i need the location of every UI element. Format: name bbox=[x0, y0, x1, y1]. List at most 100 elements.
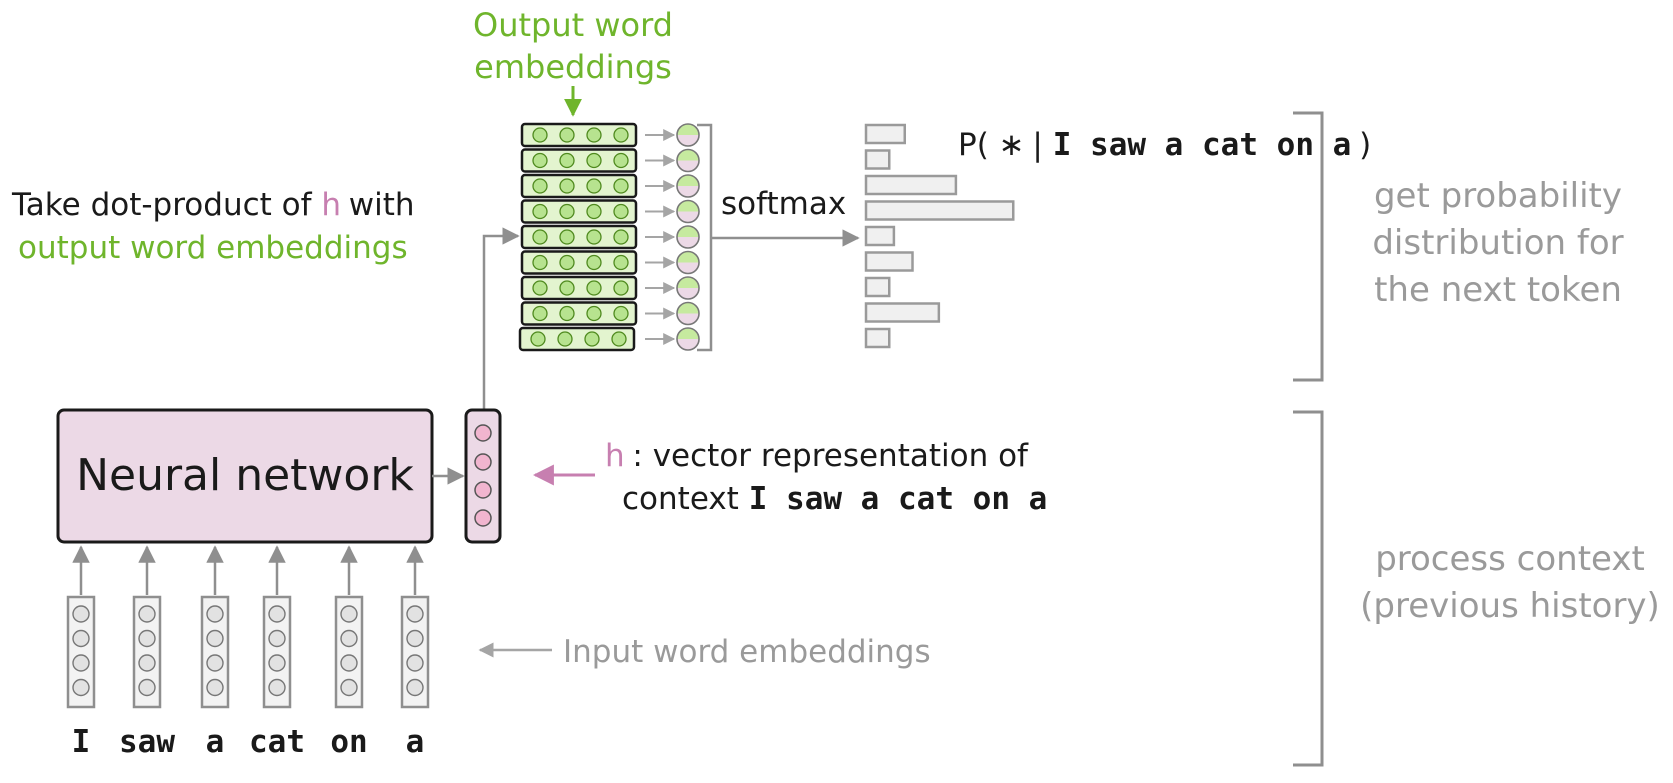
dot-product-label-line2: output word embeddings bbox=[18, 230, 408, 266]
embedding-cell bbox=[559, 203, 575, 220]
embedding-cell bbox=[557, 331, 573, 347]
score-outline bbox=[676, 250, 700, 275]
dot-product-score bbox=[676, 250, 700, 275]
probability-bar bbox=[864, 302, 941, 323]
dot-product-bracket bbox=[697, 123, 713, 352]
embedding-cell bbox=[532, 280, 548, 296]
input-embedding-cell bbox=[138, 654, 156, 672]
input-embedding-cell bbox=[268, 654, 286, 672]
embedding-cell bbox=[559, 178, 575, 194]
dot-product-score bbox=[676, 174, 700, 198]
embedding-cell bbox=[613, 229, 629, 245]
bracket-bottom-line1: process context bbox=[1375, 539, 1645, 579]
score-outline bbox=[676, 276, 700, 300]
embedding-row bbox=[520, 122, 700, 148]
input-token: a bbox=[206, 724, 225, 760]
embedding-cell bbox=[559, 127, 575, 143]
embedding-cell bbox=[584, 331, 600, 347]
input-embedding-cell bbox=[72, 629, 90, 648]
h-cell bbox=[474, 424, 492, 442]
input-embedding-cell bbox=[268, 605, 286, 623]
bracket-top-line1: get probability bbox=[1374, 176, 1622, 216]
input-token: saw bbox=[119, 724, 175, 760]
input-embedding-cell bbox=[406, 629, 424, 648]
score-top-half bbox=[677, 251, 699, 263]
input-embedding-cell bbox=[206, 678, 224, 697]
dot-product-text-b: with bbox=[349, 187, 415, 223]
embedding-row bbox=[520, 199, 700, 224]
probability-bar bbox=[864, 174, 958, 196]
probability-open: P( bbox=[958, 127, 999, 163]
input-embedding-cell bbox=[206, 629, 224, 648]
embedding-cell bbox=[559, 229, 575, 245]
score-top-half bbox=[677, 277, 699, 288]
probability-bar bbox=[864, 225, 896, 247]
probability-bars bbox=[864, 123, 1015, 349]
dot-product-label-line1: Take dot-product of h with bbox=[11, 187, 415, 223]
softmax-label: softmax bbox=[721, 186, 846, 222]
embedding-row bbox=[520, 301, 700, 326]
score-outline bbox=[676, 148, 700, 173]
dot-product-score bbox=[676, 199, 700, 224]
embedding-cell bbox=[586, 178, 602, 194]
probability-expression: P( ∗ | I saw a cat on a ) bbox=[958, 127, 1371, 163]
input-embedding-cell bbox=[72, 678, 90, 697]
probability-bar bbox=[864, 327, 891, 349]
input-token: a bbox=[406, 724, 425, 760]
dot-product-score bbox=[676, 276, 700, 300]
input-embedding-cell bbox=[340, 605, 358, 623]
input-embeddings-label: Input word embeddings bbox=[563, 634, 931, 670]
score-top-half bbox=[677, 124, 699, 135]
input-embedding-cell bbox=[340, 629, 358, 648]
embedding-row-box bbox=[520, 301, 638, 326]
embedding-row-box bbox=[520, 199, 638, 224]
h-label-context-word: context bbox=[622, 481, 749, 517]
embedding-cell bbox=[586, 305, 602, 322]
score-top-half bbox=[677, 328, 699, 339]
embedding-cell bbox=[613, 203, 629, 220]
score-top-half bbox=[677, 200, 699, 212]
embedding-cell bbox=[530, 331, 546, 347]
embedding-row bbox=[520, 148, 700, 173]
embedding-cell bbox=[613, 254, 629, 271]
embedding-cell bbox=[586, 229, 602, 245]
dot-product-score bbox=[676, 225, 700, 249]
embedding-cell bbox=[586, 254, 602, 271]
h-label-line2: context I saw a cat on a bbox=[622, 481, 1047, 517]
bracket-top-line2: distribution for bbox=[1372, 223, 1623, 263]
h-cell bbox=[474, 453, 492, 471]
embedding-cell bbox=[586, 280, 602, 296]
embedding-row-box bbox=[518, 326, 636, 352]
h-label-line1: h : vector representation of bbox=[605, 438, 1029, 474]
embedding-cell bbox=[611, 331, 627, 347]
probability-bar bbox=[864, 200, 1015, 221]
probability-close: ) bbox=[1359, 127, 1371, 163]
input-token: cat bbox=[249, 724, 305, 760]
h-cell bbox=[474, 481, 492, 499]
dot-product-score bbox=[676, 327, 700, 351]
probability-context: I saw a cat on a bbox=[1053, 127, 1352, 163]
input-token-column: on bbox=[330, 545, 368, 760]
score-outline bbox=[676, 301, 700, 326]
output-embeddings-label-line1: Output word bbox=[473, 6, 673, 44]
input-embedding-cell bbox=[138, 629, 156, 648]
embedding-row-box bbox=[520, 122, 638, 148]
score-top-half bbox=[677, 226, 699, 237]
input-embedding-cell bbox=[138, 605, 156, 623]
embedding-row bbox=[518, 326, 700, 352]
score-top-half bbox=[677, 302, 699, 314]
input-token-column: I bbox=[66, 545, 96, 760]
probability-star: ∗ bbox=[999, 127, 1025, 163]
input-token-column: saw bbox=[119, 545, 175, 760]
score-outline bbox=[676, 123, 700, 147]
score-outline bbox=[676, 327, 700, 351]
embedding-cell bbox=[613, 127, 629, 143]
embedding-cell bbox=[559, 254, 575, 271]
h-cell bbox=[474, 509, 492, 527]
input-embedding-cell bbox=[406, 654, 424, 672]
embedding-cell bbox=[532, 254, 548, 271]
score-top-half bbox=[677, 175, 699, 186]
embedding-row-box bbox=[520, 224, 638, 250]
